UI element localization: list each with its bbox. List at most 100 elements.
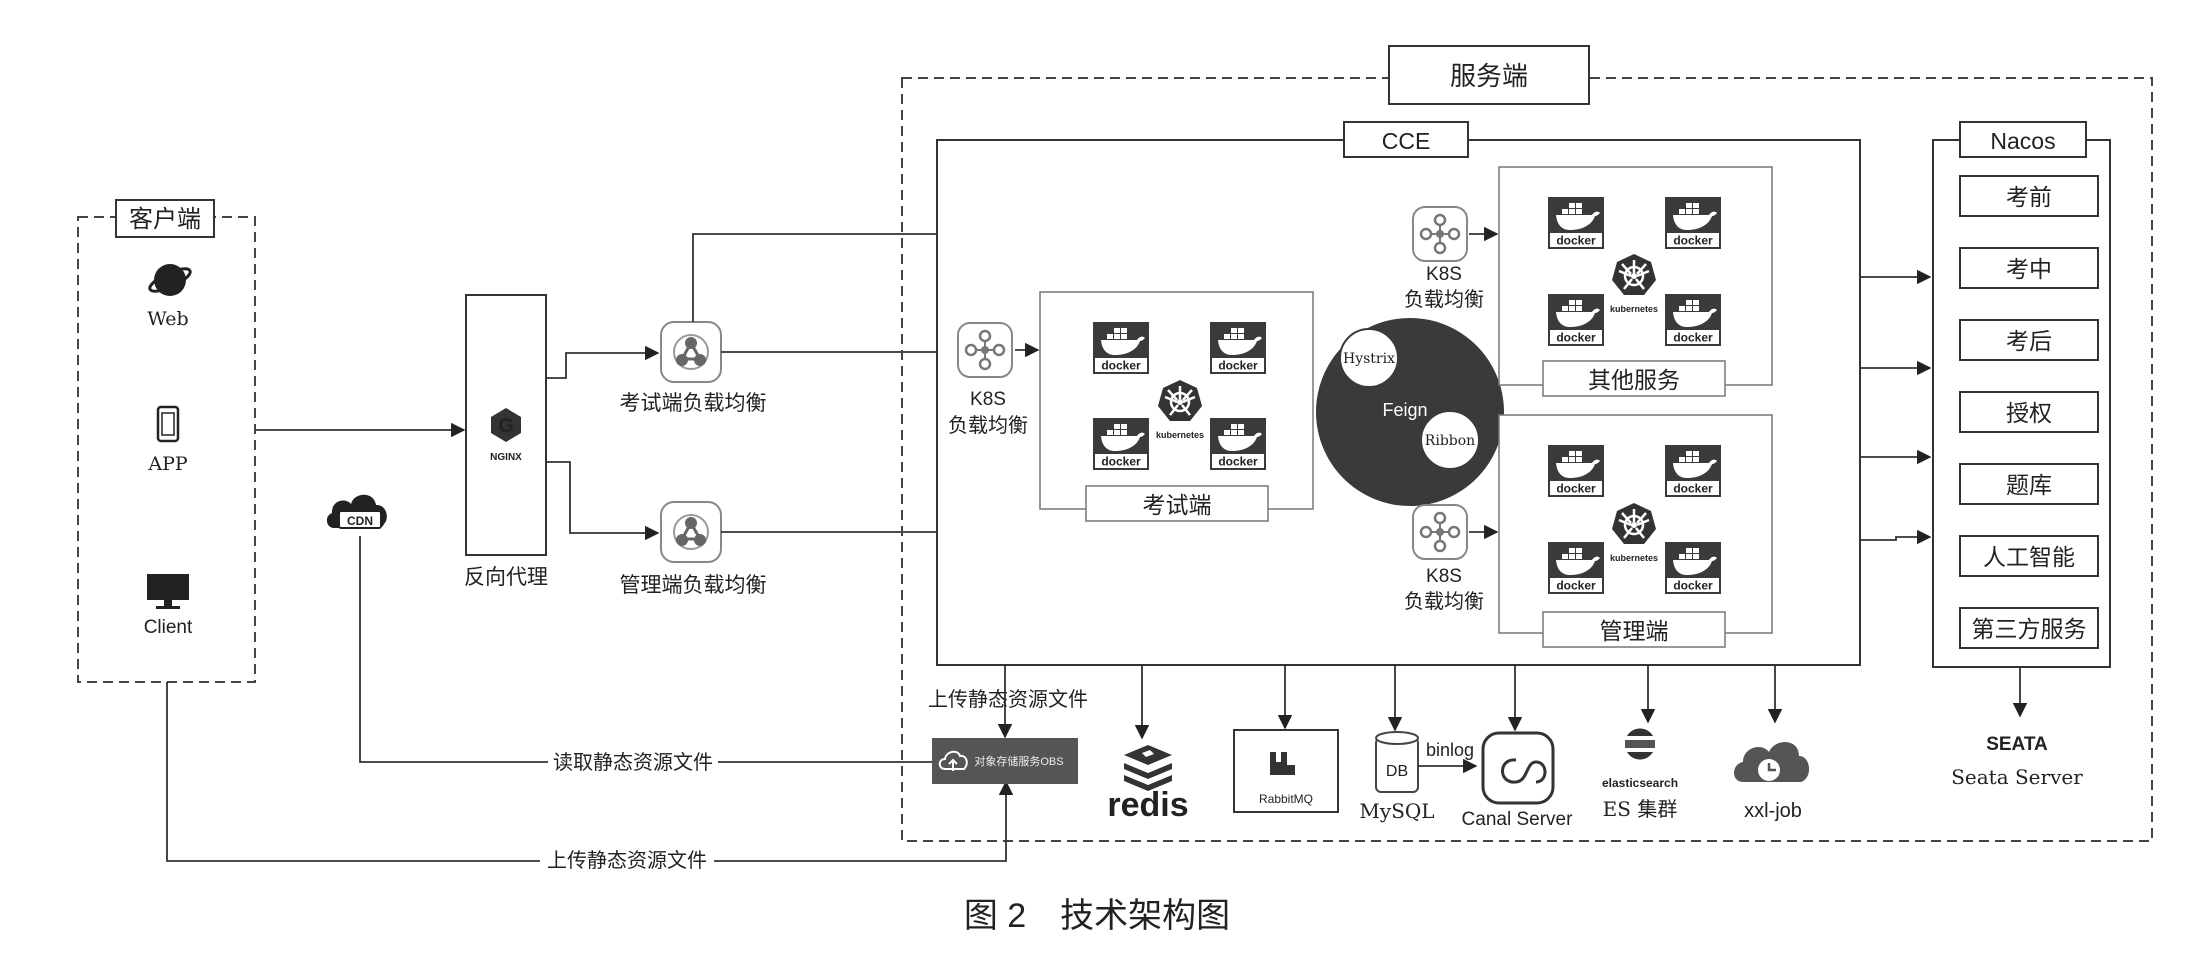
nacos-title-box	[1959, 121, 2087, 158]
nacos-item-box	[1959, 607, 2099, 649]
docker-icon	[1093, 418, 1149, 470]
phone-icon	[156, 405, 180, 443]
nacos-item-label: 考中	[2006, 257, 2052, 283]
docker-icon	[1665, 542, 1721, 594]
admin-cluster-label: 管理端	[1600, 619, 1669, 645]
client-item-client: Client	[144, 617, 193, 638]
server-title: 服务端	[1450, 62, 1528, 92]
nacos-item-box	[1959, 463, 2099, 505]
seata-label: Seata Server	[1951, 765, 2083, 789]
xxl-job-label: xxl-job	[1744, 800, 1802, 822]
ie-icon: e	[148, 264, 192, 296]
svg-text:G: G	[498, 415, 514, 437]
docker-icon	[1210, 418, 1266, 470]
svg-text:CDN: CDN	[347, 514, 373, 528]
server-title-box	[1388, 45, 1590, 105]
other-k8s-lb-line1: K8S	[1426, 264, 1462, 285]
exam-lb-label: 考试端负载均衡	[620, 391, 767, 415]
exam-k8s-lb-line1: K8S	[970, 389, 1006, 410]
nacos-title: Nacos	[1990, 128, 2055, 154]
svg-text:NGINX: NGINX	[490, 452, 522, 463]
nacos-item-label: 考后	[2006, 329, 2052, 355]
binlog-label: binlog	[1426, 740, 1474, 760]
nacos-item-box	[1959, 247, 2099, 289]
elasticsearch-logo: elasticsearch	[1602, 776, 1678, 790]
monitor-icon	[147, 574, 189, 609]
docker-icon	[1665, 197, 1721, 249]
docker-icon	[1548, 445, 1604, 497]
exam-k8s-lb-icon	[956, 321, 1014, 379]
exam-lb-icon	[659, 320, 723, 384]
docker-icon	[1665, 445, 1721, 497]
exam-cluster-label: 考试端	[1143, 493, 1212, 519]
cdn-icon: CDN	[326, 494, 387, 529]
rabbitmq-icon: RabbitMQ	[1233, 729, 1339, 813]
kubernetes-icon	[1608, 252, 1660, 316]
nginx-to-admin-lb-arrow	[546, 461, 660, 541]
rabbitmq-label: RabbitMQ	[1259, 792, 1313, 806]
nginx-icon: G NGINX	[490, 408, 522, 463]
canal-label: Canal Server	[1462, 809, 1574, 830]
admin-lb-icon	[659, 500, 723, 564]
client-item-app: APP	[147, 453, 188, 475]
client-title: 客户端	[129, 205, 201, 233]
kubernetes-icon	[1154, 378, 1206, 442]
cloud-upload-icon	[938, 750, 968, 771]
admin-lb-label: 管理端负载均衡	[620, 573, 767, 597]
nacos-item-box	[1959, 535, 2099, 577]
database-icon: DB	[1375, 731, 1419, 793]
redis-label: redis	[1107, 786, 1188, 824]
upload-static-top-label: 上传静态资源文件	[928, 687, 1088, 711]
feign-circle: Hystrix Ribbon Feign	[1316, 318, 1504, 506]
upload-static-bottom-label: 上传静态资源文件	[547, 848, 707, 872]
other-services-cluster: 其他服务	[1498, 166, 1773, 397]
nginx-node: G NGINX 反向代理	[464, 294, 548, 589]
exam-cluster-label-box	[1085, 485, 1269, 522]
feign-label: Feign	[1382, 400, 1427, 420]
cdn-to-obs-arrow	[359, 536, 1014, 770]
cce-title: CCE	[1382, 128, 1431, 154]
cce-to-nacos-arrow	[1860, 529, 1932, 545]
nginx-to-exam-lb-arrow	[546, 345, 660, 379]
seata-logo: SEATA	[1986, 734, 2048, 755]
client-group: 客户端 e Web APP Client	[77, 199, 256, 683]
nacos-item-box	[1959, 319, 2099, 361]
mysql-label: MySQL	[1359, 799, 1434, 823]
admin-cluster: 管理端	[1498, 414, 1773, 648]
admin-cluster-label-box	[1542, 611, 1726, 648]
nacos-item-label: 授权	[2006, 401, 2052, 427]
exam-k8s-lb-line2: 负载均衡	[948, 413, 1028, 437]
docker-icon	[1548, 197, 1604, 249]
canal-icon	[1481, 731, 1555, 805]
docker-icon	[1665, 294, 1721, 346]
docker-icon	[1548, 294, 1604, 346]
nacos-item-label: 考前	[2006, 185, 2052, 211]
hystrix-label: Hystrix	[1343, 351, 1395, 367]
nacos-item-label: 第三方服务	[1972, 617, 2087, 643]
other-cluster-label: 其他服务	[1588, 368, 1680, 394]
client-item-web: Web	[147, 308, 188, 330]
cce-title-box	[1343, 121, 1469, 158]
figure-caption: 图 2 技术架构图	[964, 897, 1230, 935]
obs-label: 对象存储服务OBS	[974, 754, 1063, 768]
nacos-item-box	[1959, 391, 2099, 433]
read-static-label: 读取静态资源文件	[553, 750, 713, 774]
obs-box: 对象存储服务OBS	[932, 738, 1078, 784]
ribbon-label: Ribbon	[1425, 433, 1475, 449]
docker-icon	[1548, 542, 1604, 594]
svg-text:DB: DB	[1386, 763, 1408, 780]
other-k8s-lb-line2: 负载均衡	[1404, 287, 1484, 311]
client-title-box	[115, 199, 215, 238]
docker-icon	[1210, 322, 1266, 374]
admin-k8s-lb-line2: 负载均衡	[1404, 589, 1484, 613]
nacos-item-box	[1959, 175, 2099, 217]
xxl-job-cloud-icon	[1734, 741, 1810, 782]
admin-k8s-lb-line1: K8S	[1426, 566, 1462, 587]
nacos-item-label: 题库	[2006, 473, 2052, 499]
other-cluster-label-box	[1542, 360, 1726, 397]
other-k8s-lb-icon	[1411, 205, 1469, 263]
elasticsearch-icon	[1625, 728, 1655, 760]
docker-icon	[1093, 322, 1149, 374]
